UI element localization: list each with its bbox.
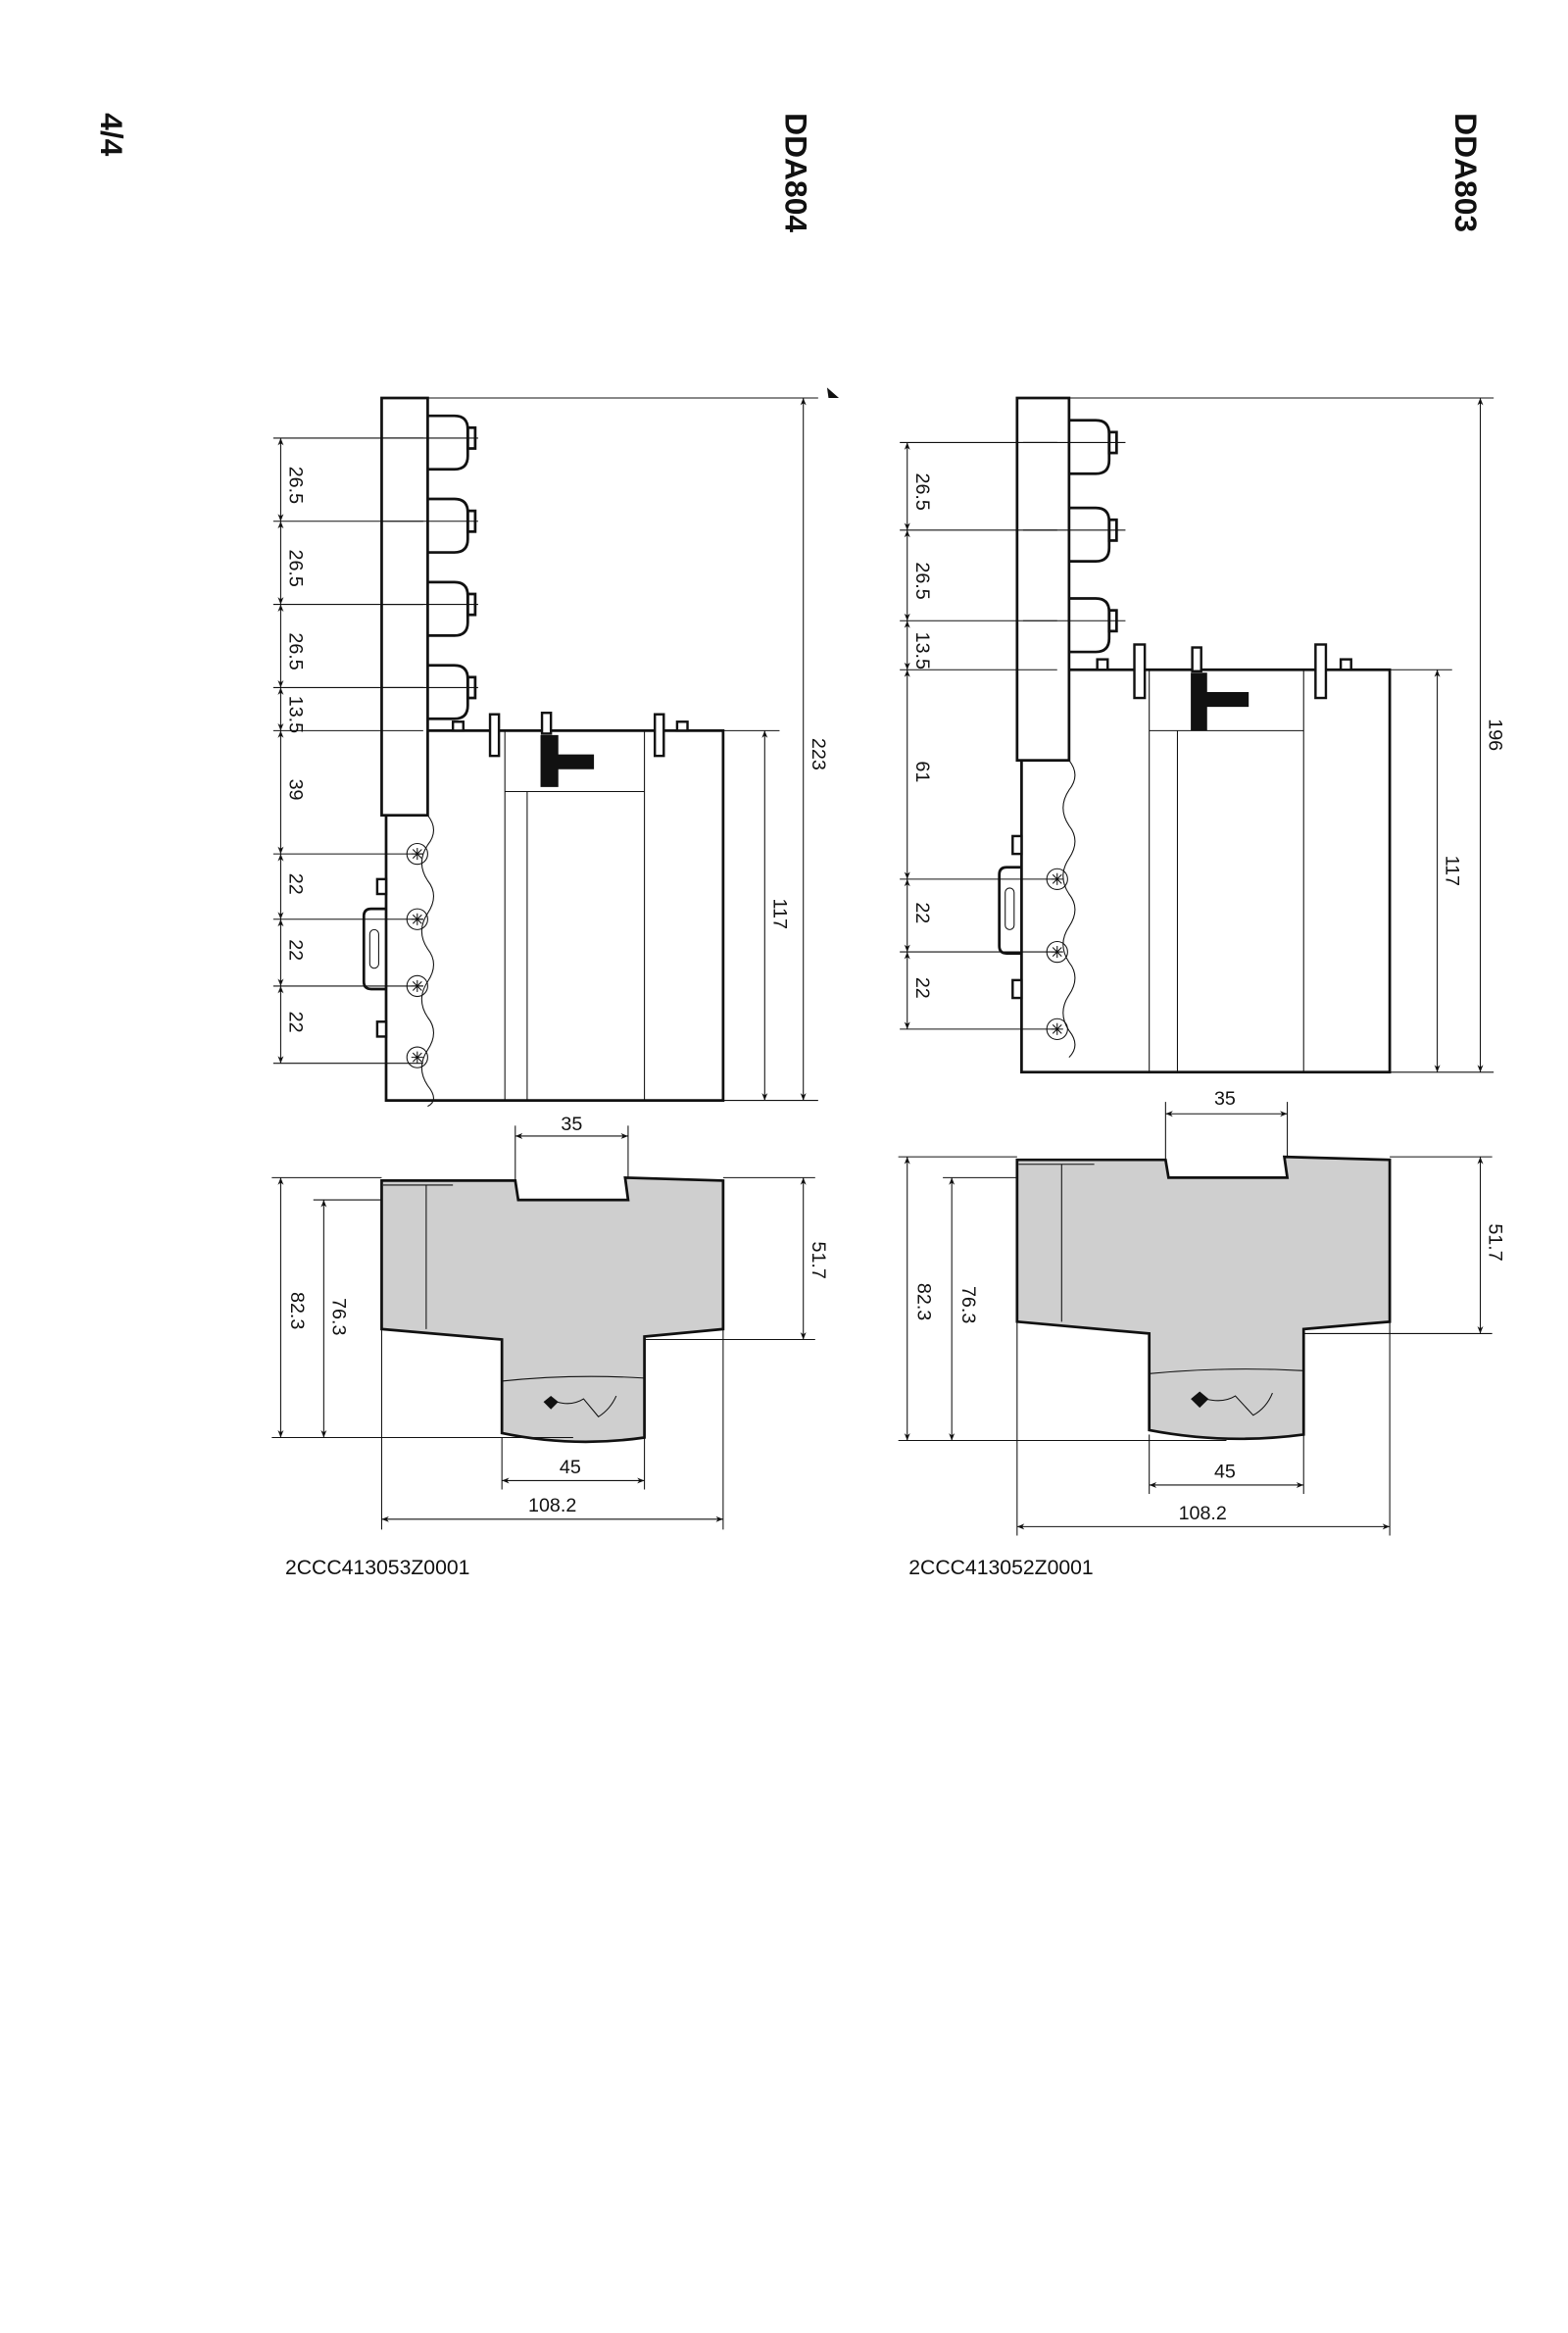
latch-tab-2 xyxy=(375,1020,388,1038)
handle-curve xyxy=(557,1395,617,1417)
terminal-housing xyxy=(427,414,469,472)
toggle-lever xyxy=(540,734,595,787)
screw-cross xyxy=(1051,946,1063,959)
page-number: 4/4 xyxy=(94,113,129,157)
front-body xyxy=(1015,1155,1392,1441)
screw-cross xyxy=(411,1051,423,1064)
screw-cross xyxy=(1051,872,1063,885)
terminal-housing xyxy=(1068,506,1111,564)
clip-right xyxy=(1314,643,1328,700)
dda804-side-view: 26.5 26.5 26.5 13.5 39 22 22 22 117 223 xyxy=(272,396,829,1108)
terminal-housing xyxy=(1068,419,1111,475)
dim-label: 22 xyxy=(285,1012,307,1033)
test-button-body xyxy=(1191,646,1202,672)
terminal-cover xyxy=(1015,396,1071,763)
screw-cross xyxy=(1051,1022,1063,1035)
dim-label: 22 xyxy=(911,977,933,999)
latch-tab-2 xyxy=(1011,978,1023,1000)
dim-label-51-7: 51.7 xyxy=(808,1242,829,1279)
dim-label-35: 35 xyxy=(1214,1088,1236,1110)
din-clip xyxy=(998,866,1022,955)
drawing-code-dda803: 2CCC413052Z0001 xyxy=(908,1557,1093,1579)
model-title-dda804: DDA804 xyxy=(779,113,814,232)
terminal-housing xyxy=(1068,597,1111,654)
dim-label-51-7: 51.7 xyxy=(1485,1223,1506,1261)
tab-2 xyxy=(675,720,689,732)
dim-label: 39 xyxy=(285,779,307,801)
dim-label-76-3: 76.3 xyxy=(327,1298,349,1335)
toggle-lever xyxy=(1191,672,1250,731)
side-dimensions: 26.5 26.5 26.5 13.5 39 22 22 22 xyxy=(272,437,423,1065)
din-slot xyxy=(368,928,379,969)
tab-1 xyxy=(1096,658,1109,671)
handle-curve xyxy=(1205,1392,1273,1416)
dim-label: 26.5 xyxy=(285,467,307,504)
tab-2 xyxy=(1339,658,1352,671)
wavy-edge xyxy=(420,815,434,1108)
screws xyxy=(406,842,428,1068)
tab-1 xyxy=(451,720,465,732)
front-inner-line xyxy=(1018,1164,1304,1374)
front-inner-line xyxy=(382,1184,645,1382)
terminals xyxy=(1022,419,1126,654)
clip-right xyxy=(653,713,665,758)
wavy-edge xyxy=(1062,760,1076,1059)
body-inner-lines xyxy=(1149,670,1304,1072)
dim-label: 22 xyxy=(911,902,933,923)
dim-label: 22 xyxy=(285,873,307,895)
din-clip xyxy=(362,907,386,991)
dim-label-82-3: 82.3 xyxy=(912,1283,934,1320)
dim-label-76-3: 76.3 xyxy=(957,1286,979,1323)
dim-label-108-2: 108.2 xyxy=(528,1495,576,1516)
drawing-code-dda804: 2CCC413053Z0001 xyxy=(285,1557,469,1579)
clip-left xyxy=(488,713,501,758)
dim-label-223: 223 xyxy=(808,738,829,770)
terminal-housing xyxy=(427,497,469,554)
dim-label-117: 117 xyxy=(1442,856,1463,886)
dda804-front-view: 35 82.3 76.3 51.7 45 108.2 2CCC413053Z00… xyxy=(271,1114,829,1579)
dim-label: 22 xyxy=(285,939,307,961)
latch-tab-1 xyxy=(375,877,388,896)
front-body xyxy=(380,1175,725,1444)
corner-mark xyxy=(826,387,840,399)
handle-mark xyxy=(543,1396,559,1410)
dim-label-196: 196 xyxy=(1485,719,1506,751)
dim-label: 13.5 xyxy=(911,632,933,670)
dda803-front-view: 35 82.3 76.3 51.7 45 108.2 2CCC413052Z00… xyxy=(898,1088,1506,1579)
dim-label: 26.5 xyxy=(911,473,933,511)
dim-label: 26.5 xyxy=(911,562,933,599)
dim-label: 26.5 xyxy=(285,632,307,670)
dim-label-45: 45 xyxy=(560,1457,581,1478)
latch-tab-1 xyxy=(1011,834,1023,856)
dda803-side-view: 26.5 26.5 13.5 61 22 22 117 196 xyxy=(900,396,1506,1074)
body-inner-lines xyxy=(504,730,646,1101)
dim-label: 26.5 xyxy=(285,550,307,587)
handle-mark xyxy=(1191,1391,1209,1409)
dim-label-45: 45 xyxy=(1214,1461,1236,1482)
terminal-cover xyxy=(380,396,429,818)
dim-label: 61 xyxy=(911,761,933,782)
dim-label-35: 35 xyxy=(561,1114,582,1135)
terminals xyxy=(381,414,478,720)
side-dimensions: 26.5 26.5 13.5 61 22 22 xyxy=(900,441,1057,1030)
model-title-dda803: DDA803 xyxy=(1448,113,1484,232)
terminal-housing xyxy=(427,664,469,720)
dim-label-82-3: 82.3 xyxy=(286,1292,308,1329)
screw-icon xyxy=(406,1046,428,1068)
dim-label: 13.5 xyxy=(285,696,307,733)
terminal-housing xyxy=(427,580,469,637)
din-slot xyxy=(1004,887,1015,930)
dim-label-108-2: 108.2 xyxy=(1179,1503,1227,1524)
test-button-body xyxy=(540,711,553,735)
dim-label-117: 117 xyxy=(768,899,790,929)
clip-left xyxy=(1133,643,1147,700)
